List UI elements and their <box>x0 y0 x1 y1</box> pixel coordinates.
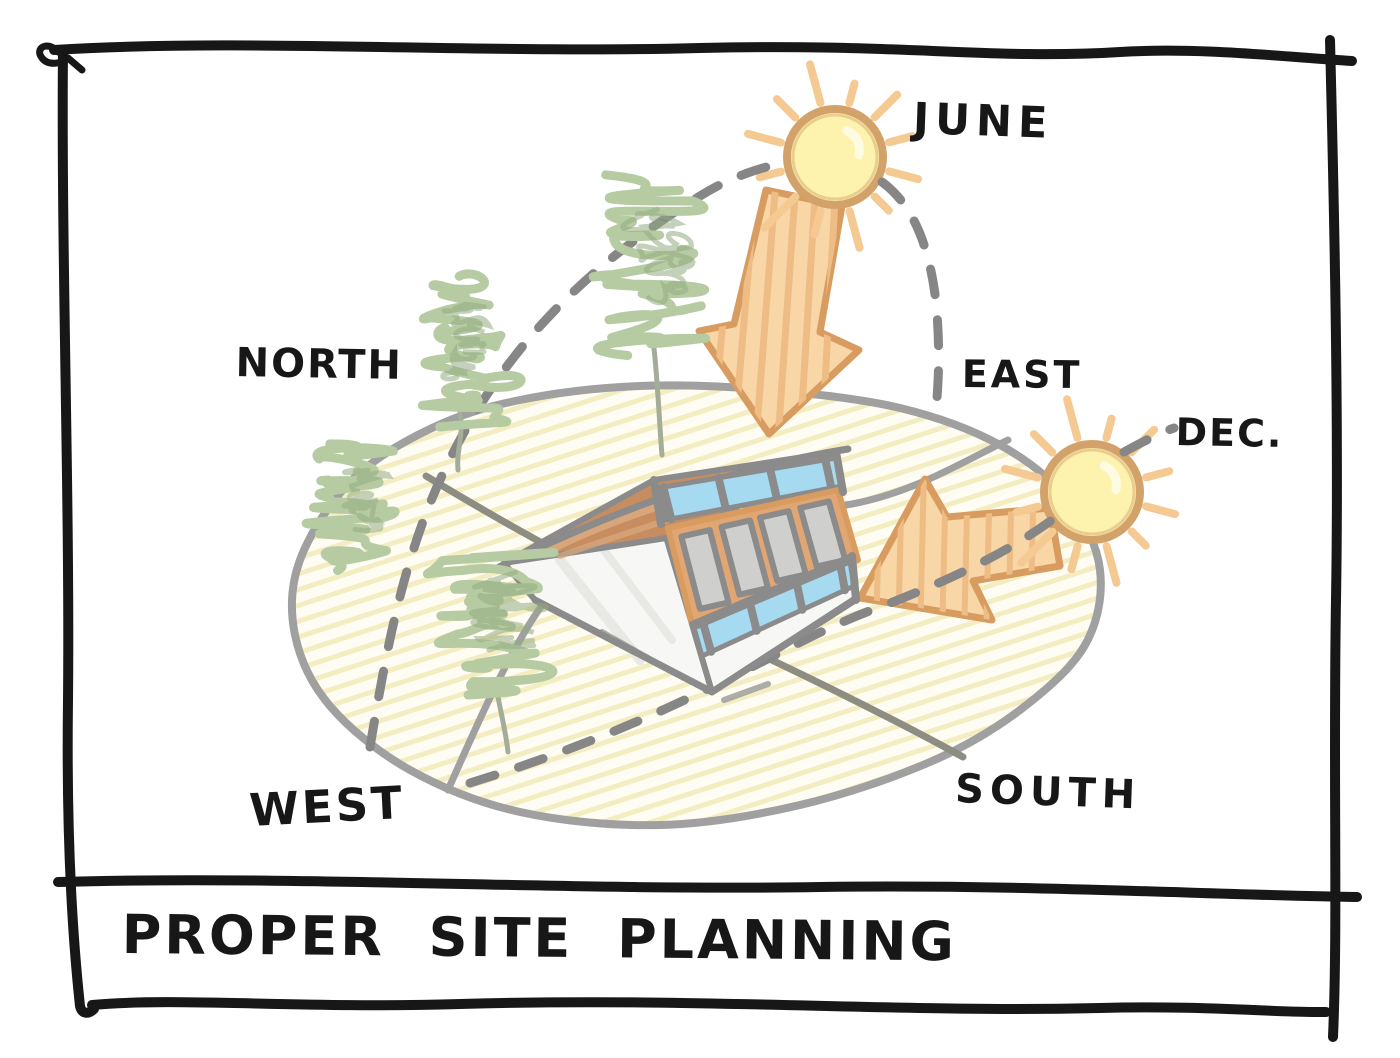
label-east: EAST <box>961 352 1083 398</box>
label-west: WEST <box>248 775 407 837</box>
tree <box>417 269 526 473</box>
june-sun-icon <box>744 60 923 252</box>
house <box>493 445 861 703</box>
sun-paths <box>365 161 1179 788</box>
frame-left <box>57 45 99 1018</box>
frame-top <box>49 40 1357 66</box>
frame-right <box>1325 35 1342 1042</box>
title-separator <box>53 875 1362 902</box>
december-sun-path <box>465 509 1065 788</box>
label-north: NORTH <box>235 340 404 389</box>
house-base <box>531 595 859 696</box>
frame-bottom <box>87 997 1331 1018</box>
label-december-sun: DEC. <box>1175 410 1284 456</box>
tree <box>588 170 711 458</box>
tree <box>422 548 559 755</box>
label-june-sun: JUNE <box>912 94 1055 149</box>
label-south: SOUTH <box>954 766 1142 819</box>
sketch-title: PROPER SITE PLANNING <box>121 903 958 974</box>
june-sun-path-east <box>877 177 944 415</box>
tree <box>301 439 400 575</box>
december-sun-icon <box>1001 395 1180 587</box>
frame <box>36 35 1362 1042</box>
june-sun-path-west <box>365 161 775 752</box>
corner-knot <box>36 42 86 74</box>
december-sun-path-tail <box>1119 423 1179 457</box>
